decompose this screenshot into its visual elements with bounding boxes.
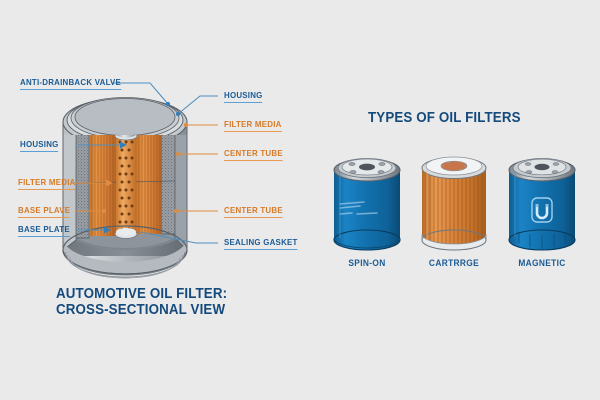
caption-spin-on: SPIN-ON xyxy=(348,258,386,268)
filter-base-plate xyxy=(62,225,188,279)
label-filter-media-right: FILTER MEDIA xyxy=(224,119,282,132)
leader-arrows-orange xyxy=(102,123,188,213)
leader-lines-blue xyxy=(78,82,218,244)
page-title-line-2: CROSS-SECTIONAL VIEW xyxy=(56,302,226,318)
magnetic-filter-icon xyxy=(508,158,576,251)
filter-interior xyxy=(63,135,187,256)
caption-magnetic: MAGNETIC xyxy=(518,258,566,268)
cartridge-filter-icon xyxy=(421,156,487,251)
label-base-plate: BASE PLATE xyxy=(18,224,70,237)
spin-on-filter-icon xyxy=(333,158,401,251)
caption-cartridge: CARTRRGE xyxy=(428,258,480,268)
magnet-badge-outline xyxy=(531,197,553,223)
leader-arrows xyxy=(104,141,127,234)
label-housing-right: HOUSING xyxy=(224,90,263,103)
label-base-plave: BASE PLAVE xyxy=(18,205,71,218)
label-center-tube-lower: CENTER TUBE xyxy=(224,205,283,218)
horseshoe-magnet-icon xyxy=(535,204,549,220)
page-title: AUTOMOTIVE OIL FILTER: CROSS-SECTIONAL V… xyxy=(56,286,227,318)
label-sealing-gasket: SEALING GASKET xyxy=(224,237,298,250)
page-title-line-1: AUTOMOTIVE OIL FILTER: xyxy=(56,286,228,302)
label-center-tube-upper: CENTER TUBE xyxy=(224,148,283,161)
filter-housing-shell xyxy=(62,97,188,274)
leader-dots xyxy=(165,101,181,117)
label-anti-drainback-valve: ANTI-DRAINBACK VALVE xyxy=(20,77,122,90)
label-housing-left: HOUSING xyxy=(20,139,59,152)
label-filter-media-left: FILTER MEDIA xyxy=(18,177,76,190)
leader-lines-orange xyxy=(76,124,218,212)
types-section-title: TYPES OF OIL FILTERS xyxy=(368,110,521,126)
